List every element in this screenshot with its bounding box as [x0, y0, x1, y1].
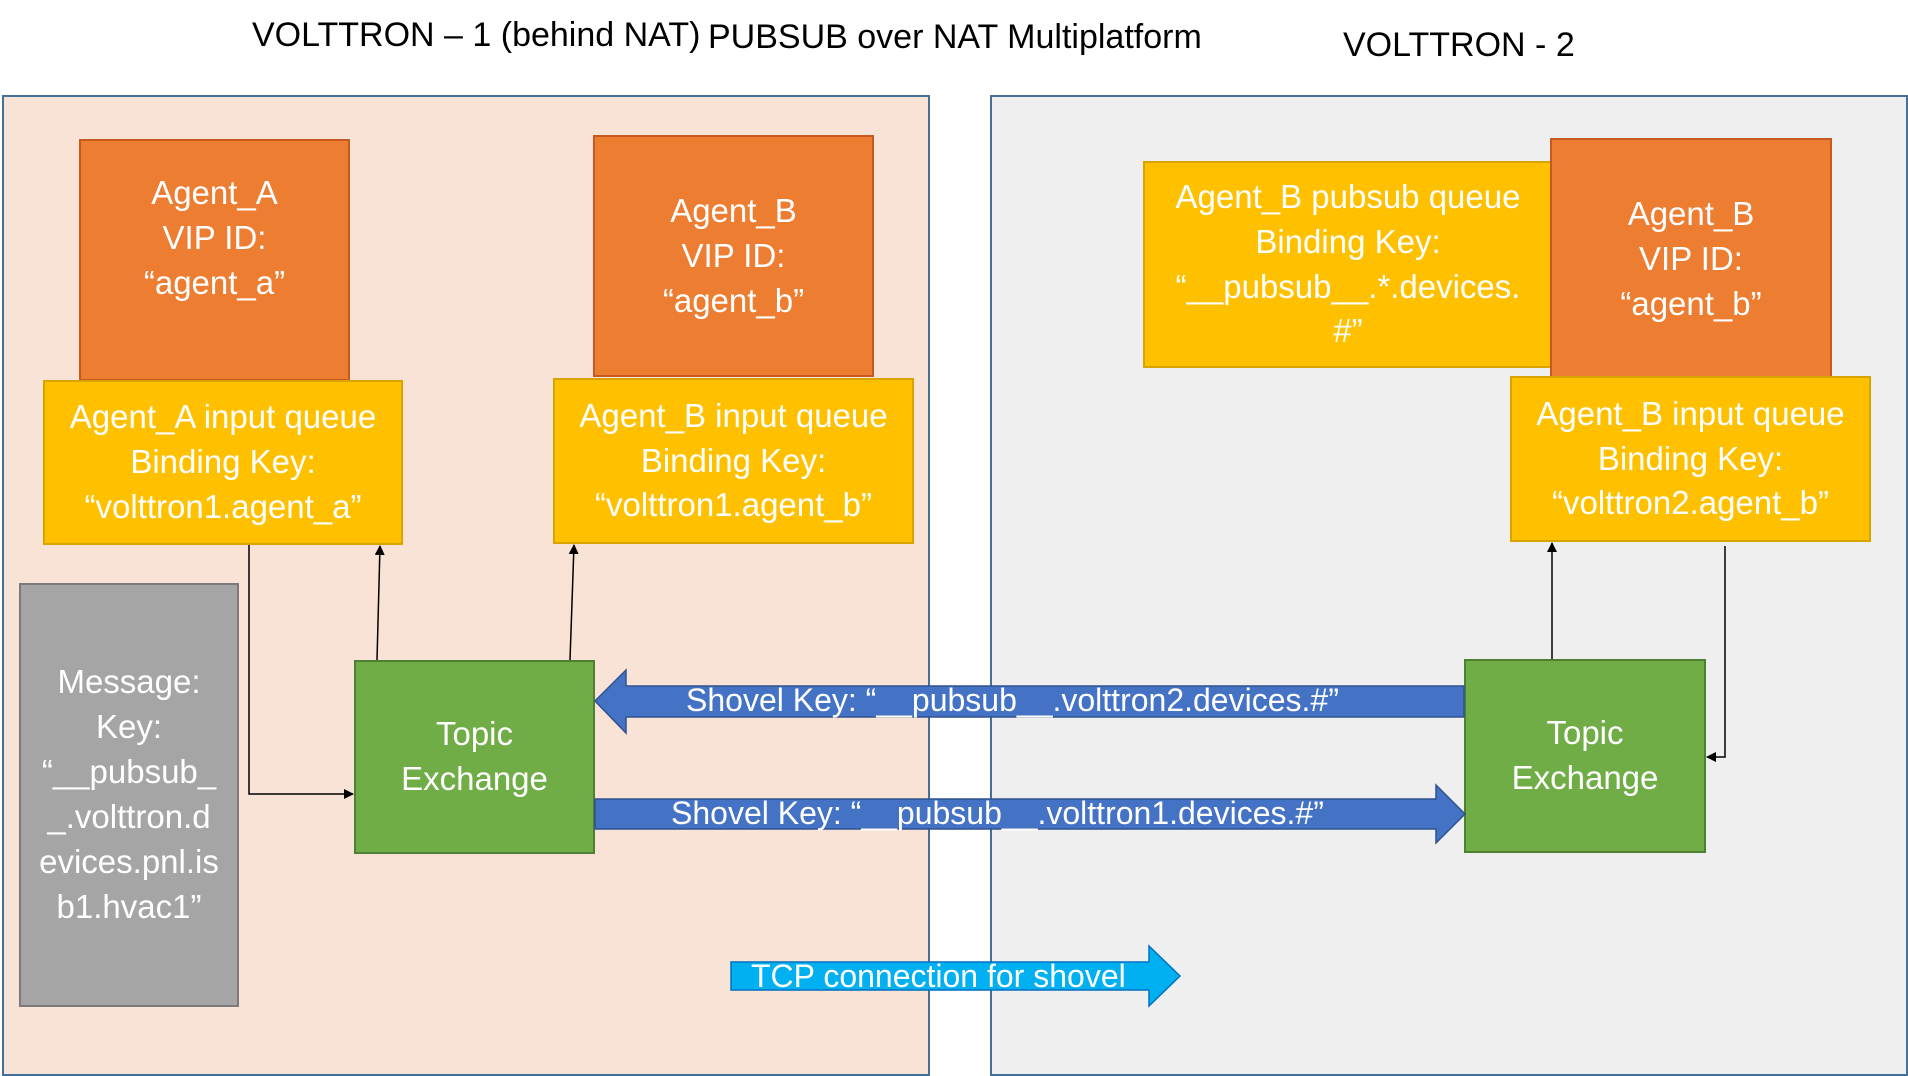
- agent-b-v1-line-1: Agent_B: [670, 192, 797, 229]
- shovel-arrow-left: [593, 668, 1465, 735]
- title-pubsub-over-nat: PUBSUB over NAT Multiplatform: [708, 18, 1202, 56]
- message-line-6: b1.hvac1”: [56, 887, 202, 925]
- agent-b-v1-queue-line-2: Binding Key:: [640, 441, 827, 479]
- agent-a-line-2: VIP ID:: [162, 218, 267, 256]
- pubsub-queue-line-4: #”: [1333, 312, 1363, 350]
- agent-a-line-1: Agent_A: [151, 174, 278, 211]
- message-line-4: _.volttron.d: [47, 798, 211, 835]
- message-line-2: Key:: [95, 708, 163, 746]
- message-line-3: “__pubsub_: [41, 753, 217, 791]
- message-box: Message: Key: “__pubsub_ _.volttron.d ev…: [19, 583, 239, 1007]
- agent-a-queue-line-2: Binding Key:: [130, 443, 316, 481]
- exchange-v1-line-1: Topic: [435, 715, 514, 753]
- queue2-to-exchange2-line: [1706, 546, 1726, 762]
- pubsub-queue-line-2: Binding Key:: [1255, 222, 1441, 260]
- agent-a-box: Agent_A VIP ID: “agent_a”: [79, 139, 350, 381]
- exchange1-to-agent-a-queue-arrow: [374, 545, 385, 661]
- topic-exchange-volttron-1: Topic Exchange: [354, 660, 595, 854]
- title-volttron-2: VOLTTRON - 2: [1343, 26, 1575, 64]
- shovel-arrow-right: [594, 783, 1467, 845]
- agent-a-queue-line-1: Agent_A input queue: [69, 398, 377, 436]
- agent-b-v2-queue-line-1: Agent_B input queue: [1536, 394, 1845, 432]
- agent-a-queue-line-3: “volttron1.agent_a”: [84, 487, 362, 525]
- agent-b-v1-queue-line-1: Agent_B input queue: [579, 396, 888, 434]
- exchange-v2-line-1: Topic: [1546, 714, 1624, 752]
- topic-exchange-volttron-2: Topic Exchange: [1464, 659, 1706, 853]
- shovel-key-top-label: Shovel Key: “__pubsub__.volttron2.device…: [686, 682, 1339, 718]
- agent-b-v1-line-3: “agent_b”: [662, 281, 805, 319]
- exchange-v2-line-2: Exchange: [1511, 759, 1659, 796]
- agent-b-v2-line-1: Agent_B: [1627, 195, 1755, 232]
- agent-b-v1-line-2: VIP ID:: [681, 236, 786, 274]
- message-line-1: Message:: [57, 663, 201, 701]
- agent-b-v2-queue-line-2: Binding Key:: [1597, 439, 1784, 477]
- agent-b-v2-queue-line-3: “volttron2.agent_b”: [1551, 484, 1829, 522]
- exchange1-to-agent-b-queue-arrow: [568, 544, 579, 661]
- agent-b-input-queue-volttron-1: Agent_B input queue Binding Key: “volttr…: [553, 378, 914, 544]
- agent-b-v1-queue-line-3: “volttron1.agent_b”: [594, 486, 872, 524]
- agent-b-v2-line-2: VIP ID:: [1639, 239, 1743, 277]
- message-line-5: evices.pnl.is: [39, 842, 219, 880]
- agent-b-box-volttron-2: Agent_B VIP ID: “agent_b”: [1550, 138, 1832, 378]
- pubsub-queue-line-3: “__pubsub__.*.devices.: [1175, 267, 1521, 305]
- agent-b-input-queue-volttron-2: Agent_B input queue Binding Key: “volttr…: [1510, 376, 1871, 542]
- shovel-key-bottom-label: Shovel Key: “__pubsub__.volttron1.device…: [671, 795, 1324, 831]
- tcp-arrow: [730, 944, 1182, 1008]
- message-route-line: [248, 545, 354, 799]
- agent-b-box-volttron-1: Agent_B VIP ID: “agent_b”: [593, 135, 874, 377]
- tcp-connection-label: TCP connection for shovel: [751, 958, 1126, 994]
- pubsub-queue-line-1: Agent_B pubsub queue: [1175, 177, 1521, 215]
- agent-a-input-queue: Agent_A input queue Binding Key: “volttr…: [43, 380, 403, 545]
- agent-b-v2-line-3: “agent_b”: [1620, 284, 1762, 322]
- exchange-v1-line-2: Exchange: [401, 760, 548, 797]
- agent-a-line-3: “agent_a”: [143, 263, 286, 301]
- title-volttron-1: VOLTTRON – 1 (behind NAT): [252, 16, 701, 54]
- agent-b-pubsub-queue: Agent_B pubsub queue Binding Key: “__pub…: [1143, 161, 1553, 368]
